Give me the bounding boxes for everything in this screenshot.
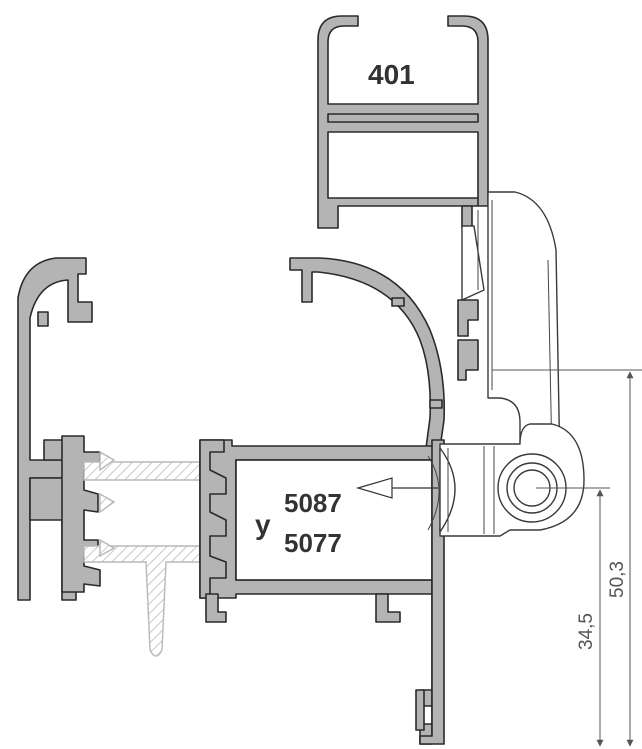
dimension-lines — [492, 369, 642, 747]
label-profile-5077: 5077 — [284, 528, 342, 558]
label-profile-401: 401 — [368, 59, 415, 90]
leader-arrow — [355, 477, 438, 499]
label-profile-5087: 5087 — [284, 488, 342, 518]
dimension-34-5: 34,5 — [576, 613, 597, 650]
dimension-50-3: 50,3 — [607, 561, 628, 598]
label-joiner-y: y — [255, 509, 271, 540]
hinge-knuckle — [427, 423, 585, 537]
profile-5087 — [199, 257, 446, 745]
thermal-break — [83, 450, 201, 657]
profile-401 — [317, 15, 489, 229]
